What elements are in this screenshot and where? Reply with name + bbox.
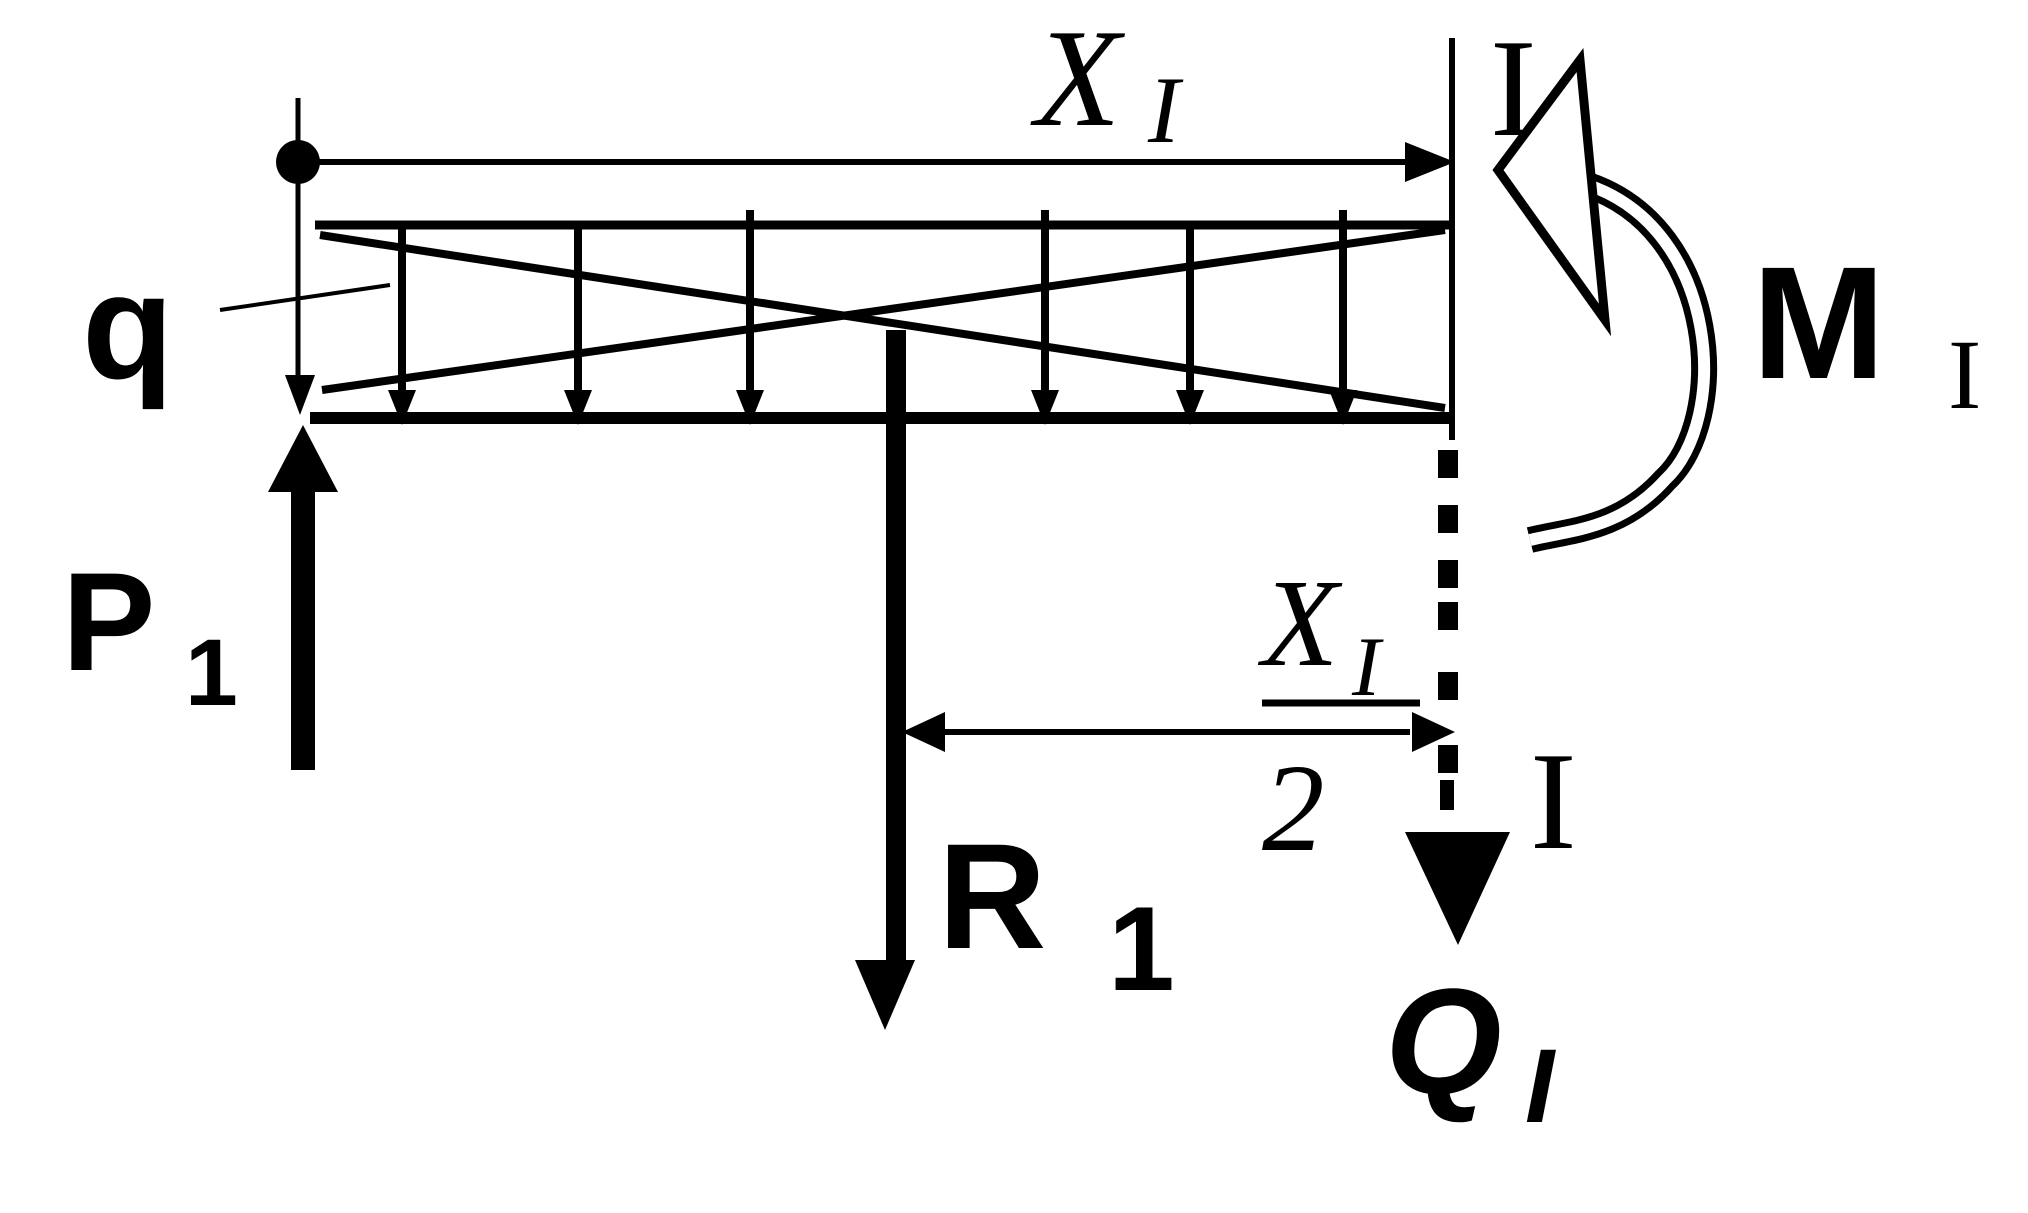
load-diagonal-1 bbox=[319, 231, 1446, 412]
moment-mi-arrow: M I bbox=[1492, 47, 1981, 553]
mi-subscript: I bbox=[1948, 319, 1981, 430]
shear-qi: Q I bbox=[1385, 832, 1556, 1145]
r1-label: R bbox=[938, 812, 1046, 980]
qi-label: Q bbox=[1385, 957, 1502, 1125]
q-label-group: q bbox=[82, 242, 391, 410]
reaction-p1: P 1 bbox=[62, 425, 338, 770]
dimension-x-half: X I 2 bbox=[902, 555, 1455, 878]
moment-arrowhead bbox=[1492, 47, 1612, 337]
r1-subscript: 1 bbox=[1108, 882, 1175, 1016]
shear-qi-arrowhead bbox=[1405, 832, 1510, 945]
p1-label: P bbox=[62, 543, 155, 700]
mi-label: M bbox=[1752, 233, 1885, 412]
p1-subscript: 1 bbox=[185, 620, 238, 726]
resultant-r1: R 1 bbox=[855, 330, 1175, 1030]
section-label-bottom: I bbox=[1530, 724, 1577, 879]
x-half-denominator: 2 bbox=[1262, 740, 1325, 878]
dimension-x-top bbox=[310, 142, 1455, 182]
q-leader-line bbox=[219, 283, 391, 312]
section-line bbox=[1438, 38, 1458, 810]
dimension-x-top-arrowhead bbox=[1405, 142, 1455, 182]
x-half-numerator: X bbox=[1257, 555, 1343, 693]
x-top-subscript: I bbox=[1147, 57, 1184, 163]
x-half-numerator-subscript: I bbox=[1351, 620, 1384, 714]
resultant-r1-arrowhead bbox=[855, 960, 915, 1030]
reaction-p1-arrowhead bbox=[268, 425, 338, 492]
q-label: q bbox=[82, 242, 174, 410]
section-line-dashed bbox=[1438, 450, 1458, 810]
load-arrows bbox=[285, 210, 1357, 425]
x-top-label: X bbox=[1030, 1, 1126, 156]
load-diagonal-2 bbox=[321, 226, 1446, 394]
x-top-label-group: X I bbox=[1030, 1, 1184, 163]
distributed-load bbox=[285, 210, 1455, 425]
left-support bbox=[276, 98, 320, 395]
qi-subscript: I bbox=[1525, 1028, 1556, 1145]
